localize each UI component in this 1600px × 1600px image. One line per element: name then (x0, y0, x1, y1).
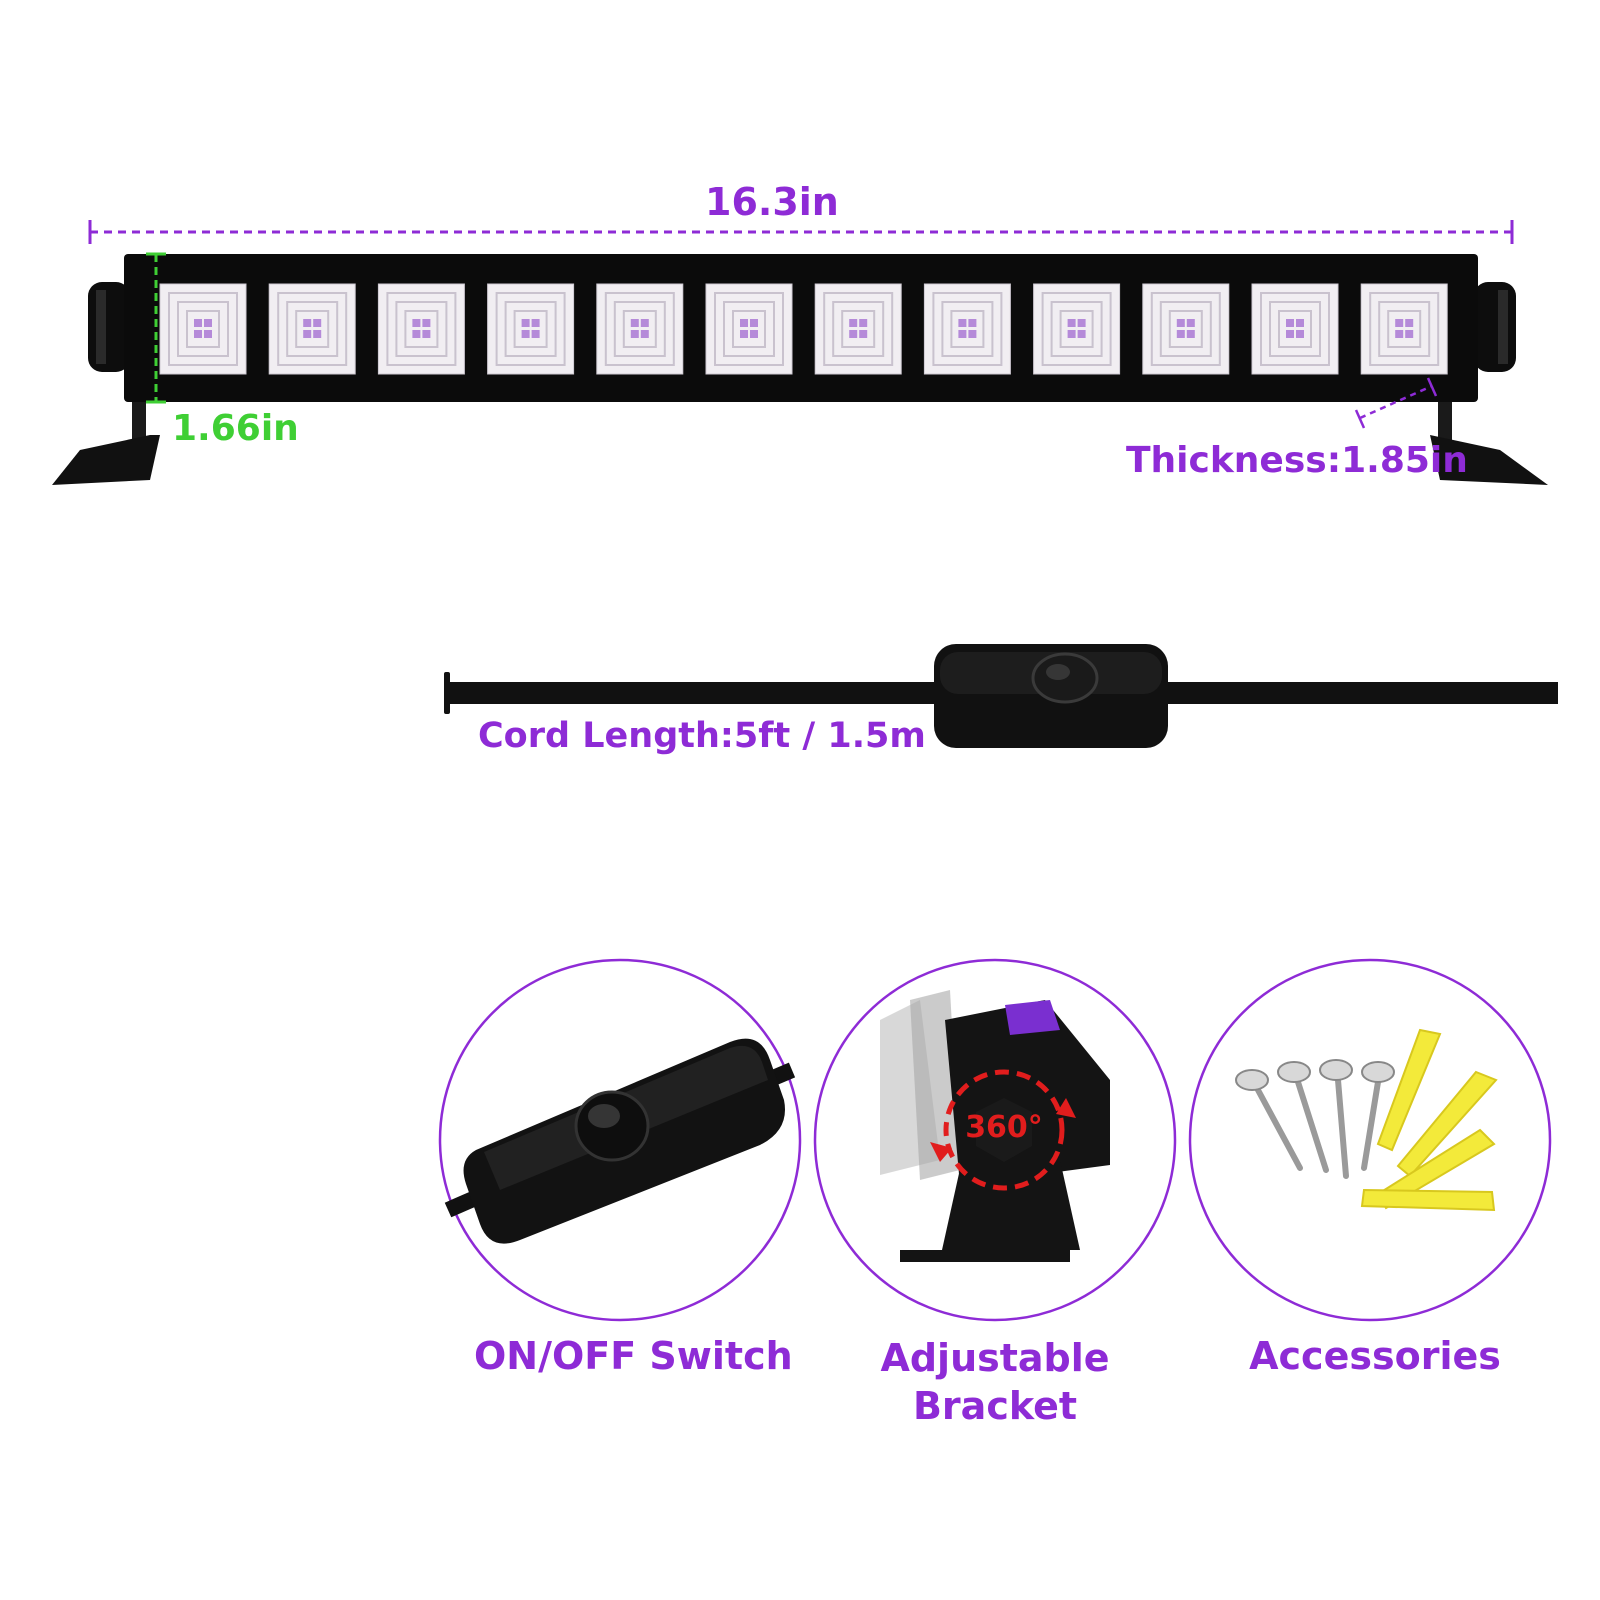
led-module (1251, 283, 1339, 375)
cord-length-label: Cord Length:5ft / 1.5m (478, 716, 926, 756)
bar-left-foot (52, 395, 160, 485)
led-module (377, 283, 465, 375)
led-module (814, 283, 902, 375)
led-module (268, 283, 356, 375)
length-label: 16.3in (705, 180, 839, 224)
accessories-feature-label: Accessories (1249, 1334, 1501, 1378)
feature-circle-bracket (813, 958, 1177, 1322)
led-row (159, 283, 1448, 375)
height-dimension-line (146, 252, 166, 404)
feature-circle-accessories (1188, 958, 1552, 1322)
bar-right-foot (1430, 395, 1548, 485)
switch-feature-label: ON/OFF Switch (474, 1334, 793, 1378)
led-module (159, 283, 247, 375)
led-module (487, 283, 575, 375)
led-module (1142, 283, 1230, 375)
screw-icon (1255, 1077, 1381, 1179)
right-knob-icon (1474, 282, 1516, 372)
feature-circle-switch (438, 958, 802, 1322)
led-module (923, 283, 1011, 375)
bracket-feature-label: Adjustable Bracket (855, 1334, 1135, 1430)
left-knob-icon (88, 282, 130, 372)
led-module (1033, 283, 1121, 375)
bracket-label-line1: Adjustable (880, 1336, 1110, 1380)
thickness-dimension-line (1354, 377, 1438, 429)
rotation-badge: 360° (965, 1110, 1043, 1145)
length-dimension-line (88, 220, 1514, 244)
led-module (596, 283, 684, 375)
height-label: 1.66in (172, 408, 299, 449)
bracket-label-line2: Bracket (912, 1384, 1078, 1428)
wall-anchor-icon (1360, 1028, 1498, 1212)
led-module (1360, 283, 1448, 375)
thickness-label: Thickness:1.85in (1126, 440, 1468, 481)
led-module (705, 283, 793, 375)
inline-switch-icon (934, 644, 1168, 748)
